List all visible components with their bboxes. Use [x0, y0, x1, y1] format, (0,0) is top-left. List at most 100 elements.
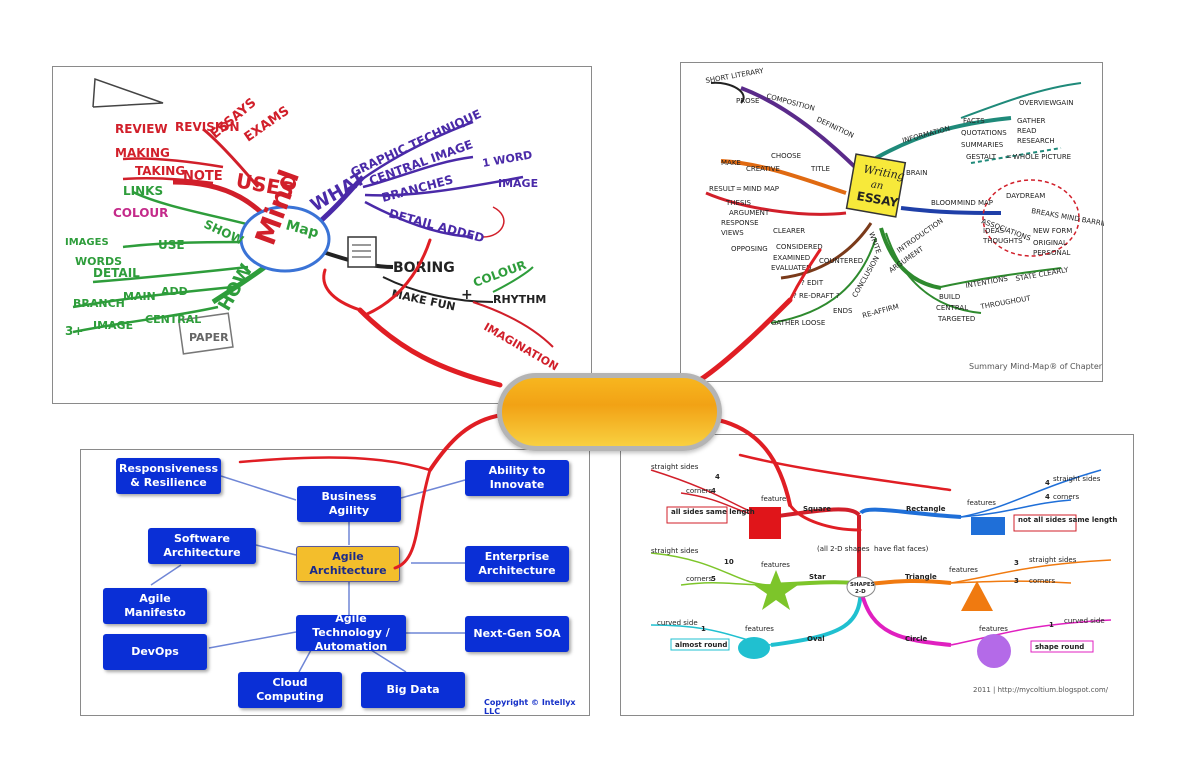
essay-label: RESEARCH [1017, 137, 1055, 145]
essay-label: RESPONSE [721, 219, 759, 227]
essay-label: PERSONAL [1033, 249, 1070, 257]
essay-label: CLEARLY [1038, 266, 1070, 279]
agile-architecture-panel: Responsiveness & Resilience Business Agi… [80, 449, 590, 716]
star-n-corners: 5 [711, 575, 716, 583]
how-detail: DETAIL [93, 266, 140, 280]
cloud-computing-box: Cloud Computing [238, 672, 342, 708]
triangle-straight-sides: straight sides [1029, 556, 1077, 564]
oval-curved-side: curved side [657, 619, 698, 627]
oval-n: 1 [701, 625, 706, 633]
essay-label: RE-AFFIRM [861, 303, 899, 320]
square-straight-sides: straight sides [651, 463, 699, 471]
essay-label: STATE [1015, 271, 1037, 283]
essay-label: CLEARER [773, 227, 805, 235]
red-square-icon [749, 507, 781, 539]
software-architecture-box: Software Architecture [148, 528, 256, 564]
note-left: (all 2-D shapes [817, 545, 870, 553]
square-label: Square [803, 505, 831, 513]
essay-labels: SHORT LITERARY PROSE COMPOSITION DEFINIT… [705, 67, 1118, 327]
rectangle-note: not all sides same length [1018, 516, 1117, 524]
how-three-plus: 3+ [65, 324, 83, 338]
square-note: all sides same length [671, 508, 755, 516]
essay-label: MIND MAP [957, 199, 993, 207]
essay-label: FACTS [963, 117, 985, 125]
how-branch: BRANCH [73, 297, 125, 310]
shapes-mind-map-panel: SHAPES 2-D (all 2-D shapes have flat fac… [620, 434, 1134, 716]
essay-label: IDEAS [983, 227, 1005, 235]
triangle-n-sides: 3 [1014, 559, 1019, 567]
essay-label: MAKE [721, 159, 741, 167]
essay-label: = [1006, 153, 1012, 161]
shapes-center-title: SHAPES [850, 582, 875, 588]
note-right: have flat faces) [874, 545, 929, 553]
essay-label: BLOOM [931, 199, 957, 207]
how-main: MAIN [123, 290, 156, 303]
essay-label: EVALUATED [771, 264, 812, 272]
essay-label: OPPOSING [731, 245, 768, 253]
big-data-box: Big Data [361, 672, 465, 708]
shapes-mind-map-drawing: SHAPES 2-D (all 2-D shapes have flat fac… [650, 463, 1117, 694]
essay-label: COUNTERED [819, 257, 863, 265]
rectangle-features: features [967, 499, 996, 507]
essay-label: THOUGHTS [982, 237, 1023, 245]
how-add: ADD [161, 285, 188, 298]
essay-label: GATHER [1017, 117, 1046, 125]
uses-making: MAKING [115, 146, 170, 160]
what-image: IMAGE [498, 177, 538, 190]
essay-label: THROUGHOUT [979, 294, 1032, 311]
imagination-label: IMAGINATION [482, 320, 561, 373]
green-star-icon [754, 570, 798, 610]
uses-note: NOTE [183, 169, 223, 184]
what-one-word: 1 WORD [481, 148, 533, 170]
uses-review: REVIEW [115, 122, 168, 136]
ability-to-innovate-box: Ability to Innovate [465, 460, 569, 496]
hand-drawn-mind-map-drawing: Mind Map USES ESSAYS EXAMS REVIEW REVISI… [65, 77, 561, 373]
circle-n: 1 [1049, 621, 1054, 629]
essay-label: CREATIVE [746, 165, 780, 173]
essay-label: SUMMARIES [961, 141, 1004, 149]
essay-label: QUOTATIONS [961, 129, 1007, 137]
uses-revision: REVISION [175, 120, 240, 134]
rectangle-straight-sides: straight sides [1053, 475, 1101, 483]
essay-mind-map-panel: Writing an ESSAY SHORT LITERARY PROSE CO… [680, 62, 1118, 382]
what-detail-added: DETAIL ADDED [387, 206, 486, 245]
cyan-oval-icon [738, 637, 770, 659]
agile-architecture-box: Agile Architecture [296, 546, 400, 582]
essay-label: READ [1017, 127, 1036, 135]
essay-label: = [736, 185, 742, 193]
devops-box: DevOps [103, 634, 207, 670]
how-image: IMAGE [93, 319, 133, 332]
how-words: WORDS [75, 255, 122, 268]
essay-label: ARGUMENT [729, 209, 770, 217]
triangle-n-corners: 3 [1014, 577, 1019, 585]
boring-label: BORING [393, 260, 455, 276]
colour-label: COLOUR [471, 258, 528, 290]
essay-mind-map-drawing: Writing an ESSAY SHORT LITERARY PROSE CO… [705, 67, 1118, 371]
star-n-sides: 10 [724, 558, 734, 566]
essay-label: SHORT LITERARY [705, 67, 765, 85]
oval-note: almost round [675, 641, 727, 649]
how-links: LINKS [123, 184, 163, 198]
circle-features: features [979, 625, 1008, 633]
square-features: features [761, 495, 790, 503]
essay-label: NEW FORM [1033, 227, 1072, 235]
business-agility-box: Business Agility [297, 486, 401, 522]
essay-label: THESIS [725, 199, 751, 207]
star-label: Star [809, 573, 826, 581]
how-central: CENTRAL [145, 313, 201, 326]
oval-label: Oval [807, 635, 825, 643]
star-corners: corners [686, 575, 713, 583]
essay-label: EXAMINED [773, 254, 810, 262]
hand-drawn-mind-map-panel: Mind Map USES ESSAYS EXAMS REVIEW REVISI… [52, 66, 592, 404]
essay-label: MIND MAP [743, 185, 779, 193]
essay-label: ? RE-DRAFT ? [793, 292, 840, 300]
essay-label: DAYDREAM [1006, 192, 1045, 200]
essay-label: CONSIDERED [776, 243, 823, 251]
star-straight-sides: straight sides [651, 547, 699, 555]
purple-circle-icon [977, 634, 1011, 668]
essay-label: BRAIN [906, 169, 927, 177]
responsiveness-resilience-box: Responsiveness & Resilience [116, 458, 221, 494]
essay-label: PROSE [736, 97, 759, 105]
essay-center-an: an [870, 179, 884, 192]
plus-label: + [461, 287, 473, 303]
